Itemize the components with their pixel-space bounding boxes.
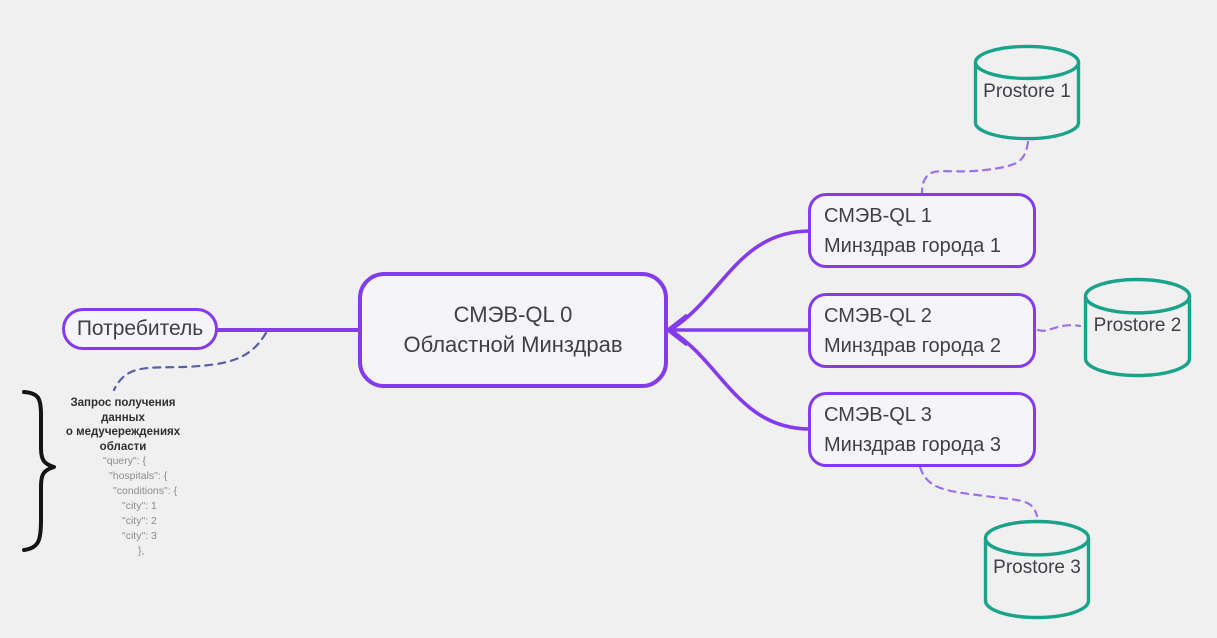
smev-node-2[interactable]: СМЭВ-QL 2 Минздрав города 2 xyxy=(808,293,1036,368)
annotation-code-line: }, xyxy=(138,545,145,557)
consumer-node[interactable]: Потребитель xyxy=(62,308,218,350)
datastore-prostore-3[interactable]: Prostore 3 xyxy=(982,519,1092,620)
datastore-label: Prostore 1 xyxy=(983,80,1071,102)
connector-smev2-prostore2 xyxy=(1036,324,1082,332)
database-icon xyxy=(983,519,1091,620)
smev-node-2-line2: Минздрав города 2 xyxy=(824,334,1001,357)
datastore-label: Prostore 2 xyxy=(1093,315,1182,337)
annotation-code-line: "conditions": { xyxy=(113,485,178,497)
annotation-code-line: "city": 1 xyxy=(122,500,157,512)
connector-smev1-prostore1 xyxy=(920,140,1030,195)
annotation-brace xyxy=(22,390,56,552)
connector-consumer-annotation xyxy=(112,331,268,392)
annotation-title-line: области xyxy=(99,440,147,453)
arrowhead-into-central xyxy=(666,314,688,346)
annotation-code-line: "query": { xyxy=(103,455,147,467)
smev-node-2-line1: СМЭВ-QL 2 xyxy=(824,304,932,327)
smev-node-1[interactable]: СМЭВ-QL 1 Минздрав города 1 xyxy=(808,193,1036,268)
central-node-line2: Областной Минздрав xyxy=(403,332,623,357)
smev-node-1-line1: СМЭВ-QL 1 xyxy=(824,204,932,227)
consumer-label: Потребитель xyxy=(76,317,204,340)
datastore-label: Prostore 3 xyxy=(993,557,1081,579)
database-icon xyxy=(973,44,1081,141)
connector-central-smev1 xyxy=(668,229,812,332)
central-node[interactable]: СМЭВ-QL 0 Областной Минздрав xyxy=(358,272,668,388)
annotation-code-line: "city": 2 xyxy=(122,515,157,527)
datastore-prostore-1[interactable]: Prostore 1 xyxy=(972,44,1082,141)
annotation-code-line: "city": 3 xyxy=(122,530,157,542)
smev-node-3[interactable]: СМЭВ-QL 3 Минздрав города 3 xyxy=(808,392,1036,467)
annotation-title-line: Запрос получения данных xyxy=(70,397,176,424)
smev-node-3-line1: СМЭВ-QL 3 xyxy=(824,403,932,426)
annotation-code-line: "hospitals": { xyxy=(109,470,168,482)
database-icon xyxy=(1083,277,1192,378)
datastore-prostore-2[interactable]: Prostore 2 xyxy=(1082,277,1193,378)
annotation-block: Запрос получения данных о медучереждения… xyxy=(47,396,199,559)
central-node-line1: СМЭВ-QL 0 xyxy=(453,302,573,327)
smev-node-1-line2: Минздрав города 1 xyxy=(824,234,1001,257)
annotation-title-line: о медучереждениях xyxy=(65,426,181,438)
smev-node-3-line2: Минздрав города 3 xyxy=(824,433,1001,456)
connector-smev3-prostore3 xyxy=(918,465,1039,518)
connector-central-smev3 xyxy=(668,328,812,431)
